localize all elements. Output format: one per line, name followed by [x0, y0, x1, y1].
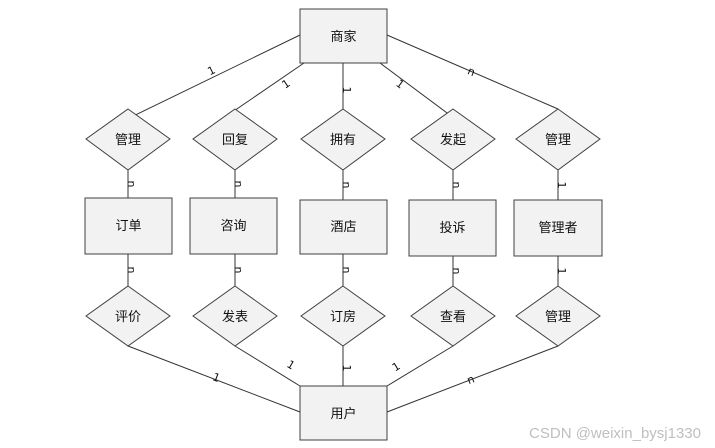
card-post-user: 1: [284, 358, 297, 373]
entity-admin-label: 管理者: [538, 221, 577, 236]
card-manage-admin: 1: [555, 182, 568, 189]
relation-reply-label: 回复: [222, 133, 248, 148]
relation-view-label: 查看: [440, 309, 466, 325]
card-initiate-complaint: n: [450, 182, 463, 189]
card-order-review: n: [125, 267, 138, 274]
card-consult-post: n: [232, 267, 245, 274]
connector-lines: [85, 34, 559, 413]
card-merchant-initiate: 1: [393, 77, 406, 92]
entity-hotel-label: 酒店: [330, 220, 356, 235]
entity-order-label: 订单: [115, 219, 141, 234]
entity-order: 订单: [84, 197, 173, 255]
entity-user-label: 用户: [330, 406, 356, 422]
relation-initiate: 发起: [410, 108, 496, 171]
card-book-user: 1: [340, 365, 353, 372]
relation-review: 评价: [85, 285, 171, 347]
relation-view: 查看: [410, 285, 496, 347]
relation-manage-top: 管理: [85, 108, 171, 171]
entity-complaint-label: 投诉: [439, 220, 465, 236]
cardinality-labels: 1 1 1 1 n n n n n 1 n n n n 1 1 1 1 1 n: [125, 63, 568, 387]
watermark: CSDN @weixin_bysj1330: [529, 425, 701, 442]
relation-book-label: 订房: [330, 309, 356, 325]
relation-manage-top-label: 管理: [115, 133, 141, 148]
relation-post: 发表: [192, 285, 278, 347]
entity-merchant-label: 商家: [330, 29, 356, 45]
card-merchant-admin: n: [466, 64, 478, 79]
card-own-hotel: n: [340, 182, 353, 189]
card-merchant-reply: 1: [280, 77, 293, 92]
card-reply-consult: n: [232, 181, 245, 188]
entity-consult-label: 咨询: [220, 219, 246, 234]
edge-post-user: [234, 345, 301, 387]
entity-admin: 管理者: [513, 199, 603, 257]
relation-admin-top-label: 管理: [545, 133, 571, 148]
card-merchant-manage: 1: [205, 63, 217, 78]
edge-view-user: [386, 345, 454, 387]
entity-consult: 咨询: [189, 197, 278, 255]
relation-initiate-label: 发起: [440, 132, 466, 148]
relation-reply: 回复: [192, 108, 278, 171]
relation-review-label: 评价: [115, 310, 141, 325]
card-admin-manage: 1: [555, 268, 568, 275]
card-manage-order: n: [125, 181, 138, 188]
card-review-user: 1: [211, 370, 222, 385]
entity-complaint: 投诉: [408, 199, 497, 257]
card-hotel-book: n: [340, 267, 353, 274]
relation-admin-bottom-label: 管理: [545, 310, 571, 325]
relation-admin-bottom: 管理: [515, 285, 601, 347]
edge-manage-user: [386, 345, 559, 413]
relation-post-label: 发表: [222, 309, 248, 325]
card-complaint-view: n: [450, 268, 463, 275]
entity-hotel: 酒店: [299, 199, 388, 255]
relation-own: 拥有: [300, 108, 386, 171]
relation-book: 订房: [300, 285, 386, 347]
relation-own-label: 拥有: [330, 133, 356, 148]
card-manage-user: n: [465, 372, 476, 387]
edge-review-user: [127, 345, 301, 413]
edge-merchant-admin-manage: [386, 34, 559, 110]
entity-user: 用户: [299, 385, 388, 441]
card-view-user: 1: [390, 360, 403, 375]
entity-merchant: 商家: [299, 8, 388, 64]
card-merchant-own: 1: [340, 87, 353, 94]
relation-admin-top: 管理: [515, 108, 601, 171]
